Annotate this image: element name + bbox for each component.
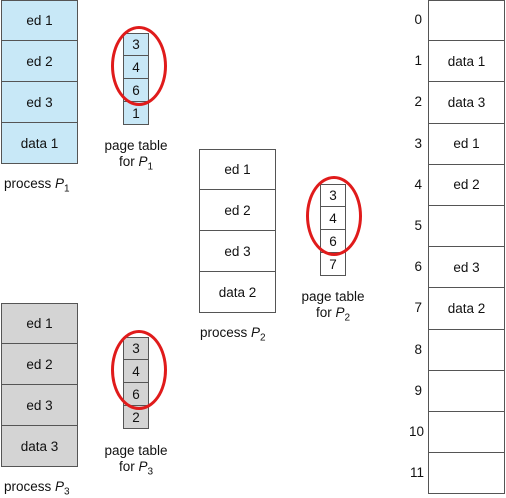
frame-number: 6 xyxy=(414,259,422,275)
memory-frame xyxy=(428,370,505,412)
process-p3-page: ed 2 xyxy=(1,344,78,385)
frame-number: 5 xyxy=(414,218,422,233)
memory-frame xyxy=(428,205,505,248)
process-p2-page: data 2 xyxy=(199,272,276,313)
page-table-p1-caption: page table for P1 xyxy=(104,138,168,173)
process-p3-stack: ed 1 ed 2 ed 3 data 3 xyxy=(1,303,78,467)
process-p3-label: process P3 xyxy=(4,479,70,498)
memory-frame: ed 2 xyxy=(428,164,505,206)
memory-frame: ed 1 xyxy=(428,123,505,165)
page-table-p1-entry: 1 xyxy=(123,102,149,125)
process-p1-page: ed 2 xyxy=(1,41,78,82)
highlight-ring-p2 xyxy=(306,176,362,256)
frame-number: 4 xyxy=(414,176,422,192)
process-p2-label: process P2 xyxy=(200,325,266,344)
page-table-p2-entry: 7 xyxy=(320,253,346,276)
process-p2-page: ed 1 xyxy=(199,149,276,190)
page-table-p3-entry: 2 xyxy=(123,406,149,429)
memory-frame xyxy=(428,329,505,371)
frame-number: 8 xyxy=(414,341,422,357)
memory-frame: data 3 xyxy=(428,82,505,124)
process-p1-page: ed 1 xyxy=(1,0,78,41)
frame-number: 1 xyxy=(414,53,422,69)
process-p3-page: ed 1 xyxy=(1,303,78,344)
page-table-p2-caption: page table for P2 xyxy=(301,289,365,324)
process-p1-page: ed 3 xyxy=(1,82,78,123)
process-p2-page: ed 2 xyxy=(199,190,276,231)
highlight-ring-p1 xyxy=(111,26,167,106)
memory-frame xyxy=(428,453,505,495)
memory-frame: data 1 xyxy=(428,41,505,83)
process-p3-page: data 3 xyxy=(1,426,78,467)
memory-frame xyxy=(428,0,505,42)
frame-number: 10 xyxy=(408,424,424,439)
frame-number: 7 xyxy=(414,300,422,316)
highlight-ring-p3 xyxy=(111,330,167,410)
frame-number: 2 xyxy=(414,94,422,110)
memory-frame: ed 3 xyxy=(428,247,505,289)
frame-number: 11 xyxy=(409,465,424,481)
memory-frame xyxy=(428,411,505,454)
page-table-p3-caption: page table for P3 xyxy=(104,443,168,478)
frame-number: 0 xyxy=(414,12,422,27)
process-p1-label: process P1 xyxy=(4,176,70,195)
process-p1-stack: ed 1 ed 2 ed 3 data 1 xyxy=(1,0,78,164)
process-p2-stack: ed 1 ed 2 ed 3 data 2 xyxy=(199,149,276,313)
frame-number: 3 xyxy=(414,135,422,151)
memory-frame: data 2 xyxy=(428,288,505,330)
process-p3-page: ed 3 xyxy=(1,385,78,426)
process-p1-page: data 1 xyxy=(1,123,78,164)
frame-number: 9 xyxy=(414,382,422,398)
process-p2-page: ed 3 xyxy=(199,231,276,272)
